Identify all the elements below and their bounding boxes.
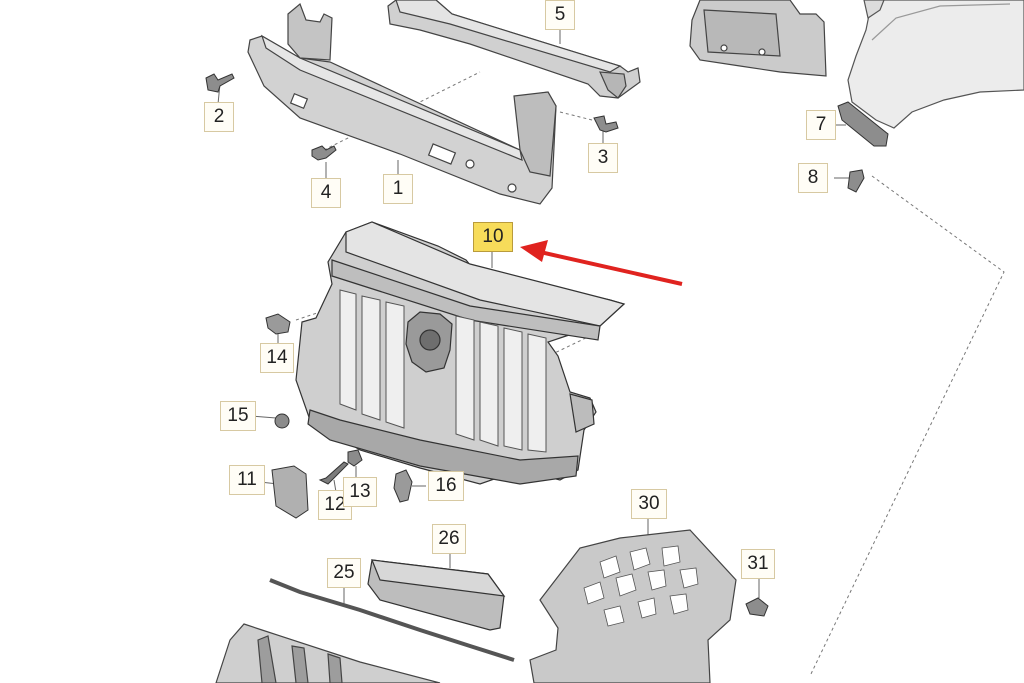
callout-label-26: 26 (432, 524, 466, 554)
fastener-parts-top (205, 73, 889, 193)
callout-label-11: 11 (229, 465, 265, 495)
lower-grille (215, 623, 441, 683)
callout-label-16: 16 (428, 471, 464, 501)
part-25-strip (269, 578, 515, 662)
part-1-cross-member (247, 2, 557, 205)
callout-label-7: 7 (806, 110, 836, 140)
callout-label-25: 25 (327, 558, 361, 588)
callout-label-14: 14 (260, 343, 294, 373)
fender-panel (847, 0, 1024, 129)
callout-label-5: 5 (545, 0, 575, 30)
fastener-parts-middle (265, 313, 413, 519)
callout-label-30: 30 (631, 489, 667, 519)
part-30-bracket (529, 529, 737, 683)
part-5-upper-bracket (387, 0, 641, 99)
callout-label-10: 10 (473, 222, 513, 252)
highlight-arrow (520, 240, 683, 286)
callout-label-4: 4 (311, 178, 341, 208)
callout-label-3: 3 (588, 143, 618, 173)
part-26-bar (367, 559, 506, 631)
callout-label-1: 1 (383, 174, 413, 204)
callout-label-2: 2 (204, 102, 234, 132)
part-10-grille-carrier (295, 221, 626, 485)
dashed-guides (295, 71, 1005, 677)
callout-label-13: 13 (343, 477, 377, 507)
grille-vertical-slats (339, 289, 547, 453)
callout-label-8: 8 (798, 163, 828, 193)
upper-right-bracket (689, 0, 827, 77)
part-31-clip (745, 597, 769, 617)
callout-label-31: 31 (741, 549, 775, 579)
callout-label-15: 15 (220, 401, 256, 431)
